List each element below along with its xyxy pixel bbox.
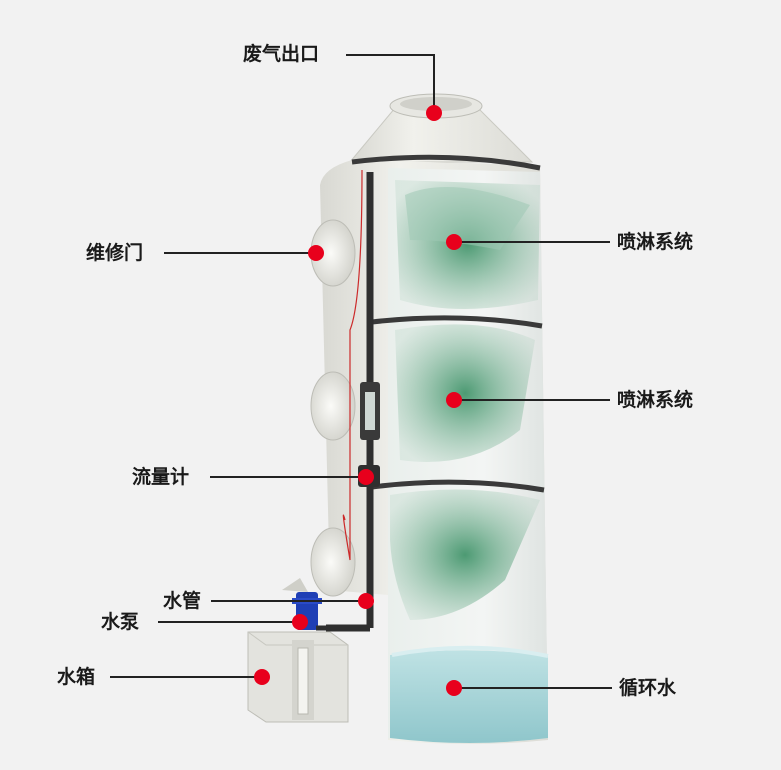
label-water-pump: 水泵 xyxy=(101,611,140,633)
label-exhaust-outlet: 废气出口 xyxy=(243,43,320,65)
label-flow-meter: 流量计 xyxy=(132,466,190,488)
spray-mist-upper xyxy=(395,180,540,309)
marker-maintenance-door xyxy=(308,245,324,261)
spray-mist-lower xyxy=(390,489,540,620)
maintenance-doors xyxy=(310,219,356,597)
label-water-tank: 水箱 xyxy=(57,666,96,688)
circulating-water xyxy=(390,650,548,743)
spray-mist-middle xyxy=(395,324,535,462)
leader-lines xyxy=(110,54,612,689)
marker-exhaust-outlet xyxy=(426,105,442,121)
sensor-wire xyxy=(342,169,363,561)
marker-water-pump xyxy=(292,614,308,630)
marker-flow-meter xyxy=(358,469,374,485)
ring-top xyxy=(351,154,541,171)
label-maintenance-door: 维修门 xyxy=(86,242,144,264)
ring-upper xyxy=(371,315,543,329)
callout-markers xyxy=(254,105,462,696)
ring-middle xyxy=(371,479,545,493)
label-water-pipe: 水管 xyxy=(163,590,202,612)
marker-water-pipe xyxy=(358,593,374,609)
label-circulating-water: 循环水 xyxy=(619,677,677,699)
marker-circulating-water xyxy=(446,680,462,696)
leader-exhaust-outlet xyxy=(346,54,435,112)
marker-spray-middle xyxy=(446,392,462,408)
label-spray-system-upper: 喷淋系统 xyxy=(617,231,694,253)
label-spray-system-middle: 喷淋系统 xyxy=(617,389,694,411)
marker-spray-upper xyxy=(446,234,462,250)
marker-water-tank xyxy=(254,669,270,685)
water-tank xyxy=(247,631,349,723)
